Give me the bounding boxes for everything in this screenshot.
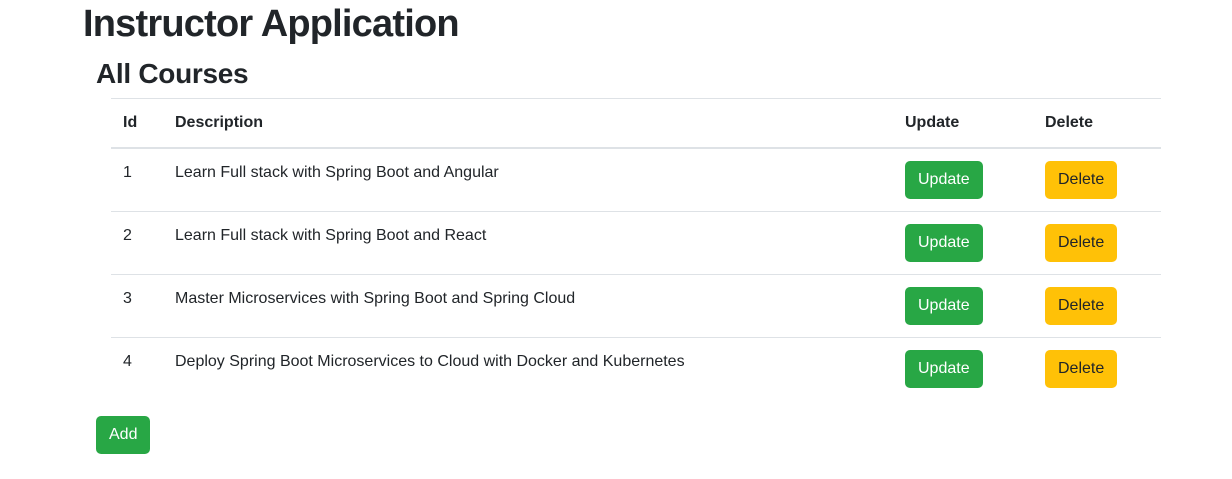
column-header-delete: Delete: [1033, 98, 1161, 149]
table-row: 3 Master Microservices with Spring Boot …: [111, 274, 1161, 338]
update-button[interactable]: Update: [905, 350, 983, 388]
column-header-id: Id: [111, 98, 163, 149]
page-title: Instructor Application: [83, 3, 460, 45]
table-header: Id Description Update Delete: [111, 98, 1161, 149]
table-row: 1 Learn Full stack with Spring Boot and …: [111, 147, 1161, 212]
add-button[interactable]: Add: [96, 416, 151, 454]
id-cell: 1: [111, 147, 163, 212]
delete-button[interactable]: Delete: [1045, 287, 1118, 325]
delete-cell: Delete: [1033, 337, 1161, 400]
description-cell: Deploy Spring Boot Microservices to Clou…: [163, 337, 893, 400]
update-button[interactable]: Update: [905, 161, 983, 199]
page-container: Instructor Application All Courses Id De…: [83, 3, 1161, 454]
column-header-description: Description: [163, 98, 893, 149]
delete-cell: Delete: [1033, 147, 1161, 212]
update-cell: Update: [893, 147, 1033, 212]
delete-button[interactable]: Delete: [1045, 350, 1118, 388]
update-cell: Update: [893, 274, 1033, 338]
update-button[interactable]: Update: [905, 224, 983, 262]
all-courses-section: All Courses Id Description Update Delete: [83, 57, 1161, 454]
description-cell: Learn Full stack with Spring Boot and Re…: [163, 211, 893, 275]
update-button[interactable]: Update: [905, 287, 983, 325]
id-cell: 3: [111, 274, 163, 338]
delete-button[interactable]: Delete: [1045, 224, 1118, 262]
courses-table: Id Description Update Delete 1 Learn Ful…: [111, 98, 1161, 400]
description-cell: Learn Full stack with Spring Boot and An…: [163, 147, 893, 212]
table-body: 1 Learn Full stack with Spring Boot and …: [111, 147, 1161, 400]
table-header-row: Id Description Update Delete: [111, 98, 1161, 149]
table-row: 4 Deploy Spring Boot Microservices to Cl…: [111, 337, 1161, 400]
update-cell: Update: [893, 211, 1033, 275]
update-cell: Update: [893, 337, 1033, 400]
id-cell: 4: [111, 337, 163, 400]
delete-cell: Delete: [1033, 274, 1161, 338]
add-row: Add: [96, 416, 1161, 454]
description-cell: Master Microservices with Spring Boot an…: [163, 274, 893, 338]
section-title: All Courses: [96, 58, 249, 89]
column-header-update: Update: [893, 98, 1033, 149]
id-cell: 2: [111, 211, 163, 275]
delete-button[interactable]: Delete: [1045, 161, 1118, 199]
courses-table-wrap: Id Description Update Delete 1 Learn Ful…: [111, 98, 1161, 400]
table-row: 2 Learn Full stack with Spring Boot and …: [111, 211, 1161, 275]
delete-cell: Delete: [1033, 211, 1161, 275]
